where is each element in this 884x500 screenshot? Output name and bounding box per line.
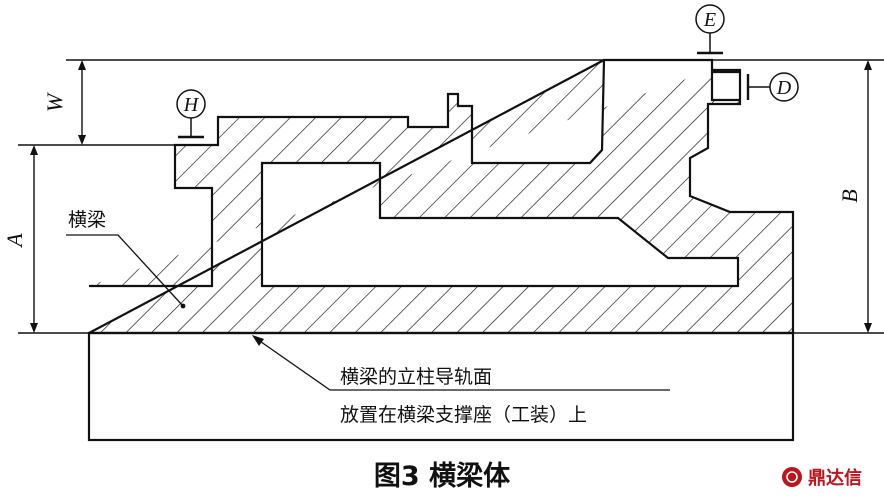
- brand-logo: 鼎达信: [782, 467, 862, 489]
- datum-d-label: D: [776, 77, 792, 99]
- dim-w-arrow-bottom: [78, 135, 86, 145]
- brand-logo-text: 鼎达信: [808, 467, 862, 489]
- dim-b-label: B: [837, 189, 862, 202]
- dim-w-arrow-top: [78, 60, 86, 70]
- beam-leader-dot: [180, 303, 186, 309]
- guide-surface-label-1: 横梁的立柱导轨面: [340, 366, 492, 388]
- dim-b-arrow-top: [864, 60, 872, 70]
- beam-section: [88, 58, 795, 335]
- dim-b-arrow-bottom: [864, 323, 872, 333]
- beam-leader: [66, 234, 184, 307]
- dim-a-arrow-bottom: [30, 323, 38, 333]
- datum-h-label: H: [183, 94, 200, 116]
- dim-w-label: W: [42, 92, 67, 112]
- dim-a-arrow-top: [30, 145, 38, 155]
- brand-logo-icon: [782, 467, 802, 487]
- datum-e-label: E: [703, 9, 716, 31]
- beam-label: 横梁: [68, 209, 106, 231]
- figure-caption: 图3 横梁体: [374, 461, 511, 492]
- guide-surface-label-2: 放置在横梁支撑座（工装）上: [340, 404, 587, 426]
- datum-d-circle: [769, 72, 799, 102]
- guide-surface-arrow: [252, 335, 264, 346]
- dim-a-label: A: [2, 233, 27, 249]
- guide-surface-leader: [253, 336, 670, 391]
